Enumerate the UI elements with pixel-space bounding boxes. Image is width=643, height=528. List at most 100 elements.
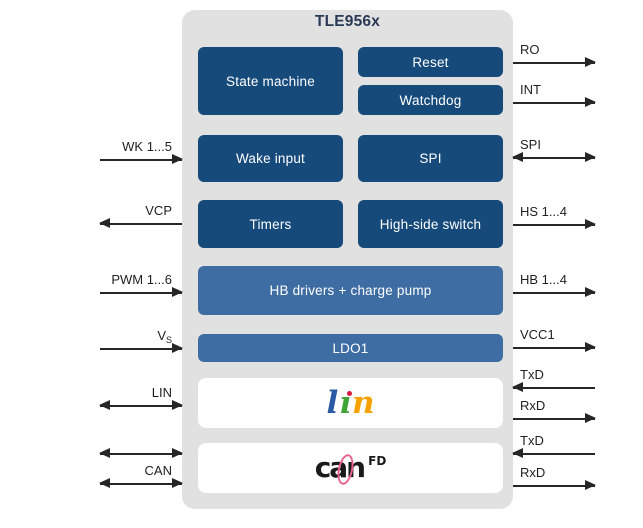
port-lin-txd: TxD [512, 367, 595, 396]
port-can-upper-line [100, 453, 182, 455]
arrowhead-right-icon [172, 343, 183, 354]
port-spi-line [513, 157, 595, 159]
port-lin: LIN [99, 385, 183, 414]
port-lin-txd-line [513, 387, 595, 389]
block-ldo1: LDO1 [198, 334, 503, 362]
arrowhead-left-icon [99, 478, 110, 489]
block-watchdog-label: Watchdog [399, 92, 462, 108]
arrowhead-right-icon [172, 478, 183, 489]
port-can-upper [99, 438, 183, 462]
arrowhead-right-icon [585, 342, 596, 353]
port-can-txd-line [513, 453, 595, 455]
port-can-lower: CAN [99, 463, 183, 492]
block-spi-label: SPI [419, 151, 442, 166]
block-spi: SPI [358, 135, 503, 182]
arrowhead-right-icon [585, 152, 596, 163]
port-ro: RO [513, 42, 596, 71]
can-logo-text: can [314, 451, 366, 484]
arrowhead-left-icon [99, 448, 110, 459]
block-hb-drivers-label: HB drivers + charge pump [269, 283, 432, 298]
port-can-txd: TxD [512, 433, 595, 462]
port-spi-label: SPI [520, 137, 541, 152]
arrowhead-right-icon [172, 287, 183, 298]
port-lin-rxd-line [513, 418, 595, 420]
block-hb-drivers-charge-pump: HB drivers + charge pump [198, 266, 503, 315]
port-hs-line [513, 224, 595, 226]
arrowhead-right-icon [172, 448, 183, 459]
port-int-label: INT [520, 82, 541, 97]
port-lin-rxd-label: RxD [520, 398, 546, 413]
port-can-label: CAN [144, 463, 172, 478]
port-hs-label: HS 1...4 [520, 204, 567, 219]
block-ldo1-label: LDO1 [332, 340, 369, 356]
arrowhead-right-icon [172, 400, 183, 411]
port-vs-line [100, 348, 182, 350]
block-timers: Timers [198, 200, 343, 248]
port-lin-line [100, 405, 182, 407]
arrowhead-right-icon [172, 154, 183, 165]
arrowhead-right-icon [585, 219, 596, 230]
arrowhead-left-icon [512, 382, 523, 393]
port-wk: WK 1...5 [100, 139, 183, 168]
lin-logo-icon: l ı n [326, 384, 374, 421]
port-vcc1-line [513, 347, 595, 349]
block-lin-transceiver: l ı n [198, 378, 503, 428]
can-fd-logo-icon: can FD [314, 451, 387, 487]
block-reset-label: Reset [412, 54, 449, 70]
port-can-rxd-label: RxD [520, 465, 546, 480]
port-ro-label: RO [520, 42, 540, 57]
port-can-rxd: RxD [513, 465, 596, 494]
port-hb-line [513, 292, 595, 294]
port-hb-label: HB 1...4 [520, 272, 567, 287]
block-high-side-switch: High-side switch [358, 200, 503, 248]
port-wk-label: WK 1...5 [122, 139, 172, 154]
chip-title: TLE956x [314, 13, 381, 30]
port-spi: SPI [512, 137, 596, 166]
port-vcp-line [100, 223, 182, 225]
port-ro-line [513, 62, 595, 64]
block-state-machine: State machine [198, 47, 343, 115]
block-wake-input: Wake input [198, 135, 343, 182]
arrowhead-left-icon [512, 152, 523, 163]
port-vcp-label: VCP [145, 203, 172, 218]
block-wake-input-label: Wake input [235, 151, 306, 166]
port-pwm-line [100, 292, 182, 294]
port-vs: VS [100, 328, 183, 357]
port-hb: HB 1...4 [513, 272, 596, 301]
port-vs-label: VS [157, 328, 172, 345]
block-reset: Reset [358, 47, 503, 77]
port-vcp: VCP [99, 203, 182, 232]
arrowhead-left-icon [99, 218, 110, 229]
arrowhead-right-icon [585, 97, 596, 108]
port-vcc1-label: VCC1 [520, 327, 555, 342]
port-wk-line [100, 159, 182, 161]
port-vcc1: VCC1 [513, 327, 596, 356]
arrowhead-left-icon [512, 448, 523, 459]
arrowhead-right-icon [585, 57, 596, 68]
can-logo-fd-suffix: FD [368, 454, 387, 468]
port-can-lower-line [100, 483, 182, 485]
port-lin-txd-label: TxD [520, 367, 544, 382]
port-vs-subscript: S [165, 335, 172, 345]
port-int-line [513, 102, 595, 104]
lin-logo-letter-i: ı [339, 384, 352, 421]
block-high-side-switch-label: High-side switch [379, 216, 482, 232]
block-timers-label: Timers [249, 216, 292, 232]
block-state-machine-label: State machine [226, 73, 315, 89]
port-pwm-label: PWM 1...6 [111, 272, 172, 287]
port-lin-label: LIN [151, 385, 172, 400]
arrowhead-right-icon [585, 413, 596, 424]
arrowhead-right-icon [585, 287, 596, 298]
arrowhead-right-icon [585, 480, 596, 491]
port-pwm: PWM 1...6 [100, 272, 183, 301]
port-int: INT [513, 82, 596, 111]
port-hs: HS 1...4 [513, 204, 596, 233]
lin-logo-letter-l: l [326, 384, 339, 421]
arrowhead-left-icon [99, 400, 110, 411]
port-can-rxd-line [513, 485, 595, 487]
block-can-fd-transceiver: can FD [198, 443, 503, 493]
lin-logo-dot [346, 390, 352, 396]
block-watchdog: Watchdog [358, 85, 503, 115]
port-lin-rxd: RxD [513, 398, 596, 427]
